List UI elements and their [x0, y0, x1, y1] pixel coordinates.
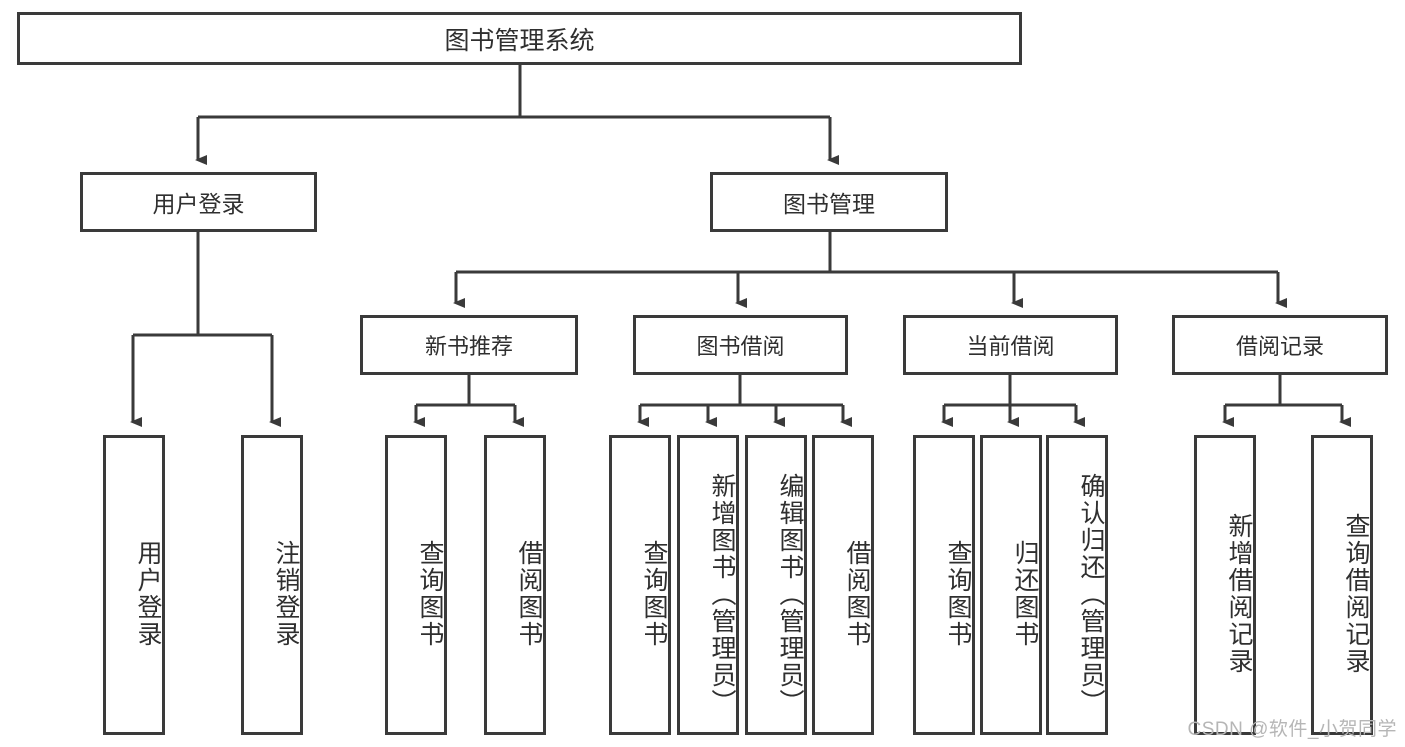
leaf-edit-book-admin[interactable]: 编辑图书（管理员） [745, 435, 807, 735]
node-new-book-recommend[interactable]: 新书推荐 [360, 315, 578, 375]
node-user-login[interactable]: 用户登录 [80, 172, 317, 232]
watermark: CSDN @软件_小贺同学 [1187, 719, 1397, 740]
node-label: 当前借阅 [966, 334, 1055, 359]
node-borrow-record[interactable]: 借阅记录 [1172, 315, 1388, 375]
node-current-borrow[interactable]: 当前借阅 [903, 315, 1118, 375]
leaf-add-borrow-record[interactable]: 新增借阅记录 [1194, 435, 1256, 735]
node-label: 查询图书 [416, 540, 444, 648]
leaf-query-book-borrow[interactable]: 查询图书 [609, 435, 671, 735]
node-label: 借阅图书 [843, 540, 871, 648]
node-label: 编辑图书（管理员） [776, 472, 804, 716]
node-book-borrow[interactable]: 图书借阅 [633, 315, 848, 375]
node-label: 图书管理 [783, 191, 875, 217]
node-label: 查询借阅记录 [1342, 513, 1370, 675]
node-label: 归还图书 [1011, 540, 1039, 648]
leaf-borrow-book-recommend[interactable]: 借阅图书 [484, 435, 546, 735]
node-label: 新增图书（管理员） [708, 472, 736, 716]
node-label: 新增借阅记录 [1225, 513, 1253, 675]
node-label: 用户登录 [152, 191, 245, 217]
leaf-query-book-recommend[interactable]: 查询图书 [385, 435, 447, 735]
leaf-borrow-book[interactable]: 借阅图书 [812, 435, 874, 735]
node-label: 用户登录 [134, 540, 162, 648]
node-label: 新书推荐 [424, 334, 513, 359]
leaf-confirm-return-admin[interactable]: 确认归还（管理员） [1046, 435, 1108, 735]
node-label: 查询图书 [944, 540, 972, 648]
node-label: 查询图书 [640, 540, 668, 648]
node-label: 注销登录 [272, 540, 300, 648]
node-label: 借阅记录 [1235, 334, 1324, 359]
leaf-return-book[interactable]: 归还图书 [980, 435, 1042, 735]
node-label: 图书管理系统 [444, 26, 595, 55]
leaf-add-book-admin[interactable]: 新增图书（管理员） [677, 435, 739, 735]
node-root-book-management-system[interactable]: 图书管理系统 [17, 12, 1022, 65]
leaf-user-login[interactable]: 用户登录 [103, 435, 165, 735]
node-label: 借阅图书 [515, 540, 543, 648]
leaf-logout-login[interactable]: 注销登录 [241, 435, 303, 735]
node-label: 确认归还（管理员） [1077, 472, 1105, 716]
node-book-management[interactable]: 图书管理 [710, 172, 948, 232]
leaf-query-book-current[interactable]: 查询图书 [913, 435, 975, 735]
node-label: 图书借阅 [696, 334, 785, 359]
leaf-query-borrow-record[interactable]: 查询借阅记录 [1311, 435, 1373, 735]
